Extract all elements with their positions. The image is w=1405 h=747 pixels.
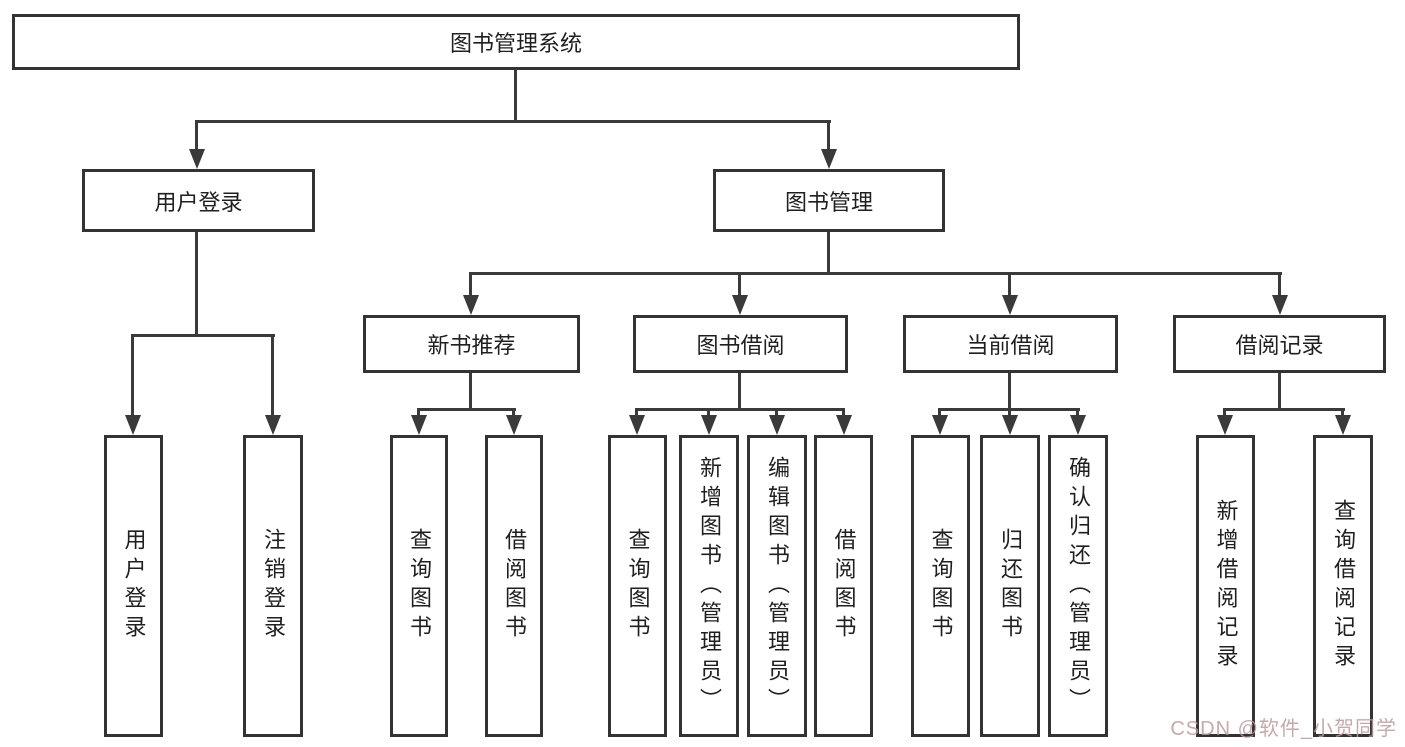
arrow-down-icon <box>1070 415 1086 435</box>
node-new-book-recommend: 新书推荐 <box>363 315 580 373</box>
node-leaf-logout: 注销登录 <box>243 435 303 737</box>
arrow-down-icon <box>1335 415 1351 435</box>
arrow-down-icon <box>1217 415 1233 435</box>
node-user-login-branch: 用户登录 <box>82 169 315 232</box>
node-book-management-branch: 图书管理 <box>713 169 945 232</box>
node-library-system: 图书管理系统 <box>12 14 1020 70</box>
connector <box>195 232 198 336</box>
node-leaf-user-login: 用户登录 <box>104 435 163 737</box>
arrow-down-icon <box>125 415 141 435</box>
arrow-down-icon <box>463 295 479 315</box>
node-borrowing-records: 借阅记录 <box>1173 315 1386 373</box>
node-leaf-query-books-current: 查询图书 <box>911 435 970 737</box>
connector <box>938 408 941 417</box>
arrow-down-icon <box>189 149 205 169</box>
node-leaf-query-books-recommend: 查询图书 <box>390 435 448 737</box>
node-current-borrowing: 当前借阅 <box>903 315 1118 373</box>
node-leaf-borrow-books-recommend: 借阅图书 <box>485 435 543 737</box>
connector <box>514 70 517 122</box>
arrow-down-icon <box>629 415 645 435</box>
connector <box>1278 373 1281 411</box>
arrow-down-icon <box>932 415 948 435</box>
node-leaf-query-books-borrowing: 查询图书 <box>608 435 667 737</box>
arrow-down-icon <box>821 149 837 169</box>
connector <box>1008 272 1011 295</box>
arrow-down-icon <box>701 415 717 435</box>
node-leaf-add-borrow-record: 新增借阅记录 <box>1196 435 1255 737</box>
connector <box>271 334 274 415</box>
connector <box>469 272 1282 275</box>
arrow-down-icon <box>265 415 281 435</box>
connector <box>1008 373 1011 411</box>
connector <box>469 373 472 411</box>
connector <box>827 232 830 275</box>
arrow-down-icon <box>506 415 522 435</box>
csdn-watermark: CSDN @软件_小贺同学 <box>1170 718 1397 740</box>
connector <box>707 408 710 417</box>
connector <box>738 272 741 295</box>
arrow-down-icon <box>411 415 427 435</box>
connector <box>131 334 134 415</box>
connector <box>195 120 831 123</box>
arrow-down-icon <box>1272 295 1288 315</box>
connector <box>1008 408 1011 417</box>
arrow-down-icon <box>1002 415 1018 435</box>
connector <box>635 408 638 417</box>
connector <box>827 120 830 150</box>
connector <box>469 272 472 295</box>
connector <box>1223 408 1345 411</box>
arrow-down-icon <box>836 415 852 435</box>
node-leaf-confirm-return-admin: 确认归还（管理员） <box>1048 435 1108 737</box>
connector <box>1223 408 1226 417</box>
node-leaf-add-books-admin: 新增图书（管理员） <box>679 435 739 737</box>
node-leaf-return-books: 归还图书 <box>980 435 1040 737</box>
arrow-down-icon <box>1002 295 1018 315</box>
connector <box>635 408 845 411</box>
connector <box>775 408 778 417</box>
connector <box>738 373 741 411</box>
arrow-down-icon <box>732 295 748 315</box>
node-leaf-borrow-books: 借阅图书 <box>814 435 873 737</box>
connector <box>842 408 845 417</box>
connector <box>1341 408 1344 417</box>
connector <box>195 120 198 150</box>
connector <box>417 408 420 417</box>
node-book-borrowing: 图书借阅 <box>633 315 848 373</box>
connector <box>512 408 515 417</box>
connector <box>131 334 275 337</box>
node-leaf-edit-books-admin: 编辑图书（管理员） <box>747 435 807 737</box>
node-leaf-query-borrow-record: 查询借阅记录 <box>1313 435 1373 737</box>
arrow-down-icon <box>769 415 785 435</box>
connector <box>1278 272 1281 295</box>
connector <box>1076 408 1079 417</box>
connector <box>417 408 516 411</box>
